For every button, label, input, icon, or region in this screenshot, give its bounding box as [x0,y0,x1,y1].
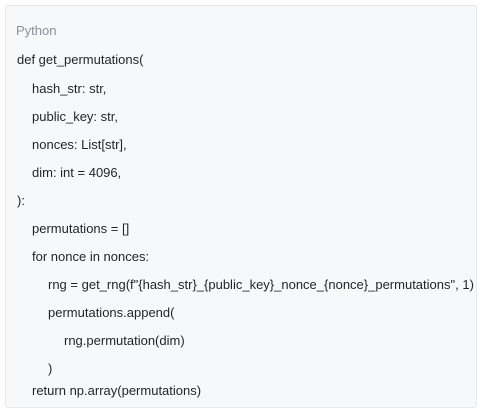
code-line: return np.array(permutations) [32,383,202,398]
code-language-label: Python [16,23,57,38]
code-line: nonces: List[str], [32,137,127,152]
code-line: rng.permutation(dim) [64,333,185,348]
code-line: hash_str: str, [32,81,107,96]
code-line: rng = get_rng(f"{hash_str}_{public_key}_… [48,277,474,292]
code-line: permutations = [] [32,221,130,236]
code-line: for nonce in nonces: [32,249,150,264]
code-line: permutations.append( [48,305,175,320]
code-lines: def get_permutations( hash_str: str, pub… [6,6,476,407]
code-line: ): [17,193,25,208]
code-line: public_key: str, [32,109,118,124]
code-line: dim: int = 4096, [32,165,122,180]
code-line: ) [48,361,53,376]
code-line: def get_permutations( [17,52,144,67]
code-block: Python def get_permutations( hash_str: s… [5,5,477,408]
